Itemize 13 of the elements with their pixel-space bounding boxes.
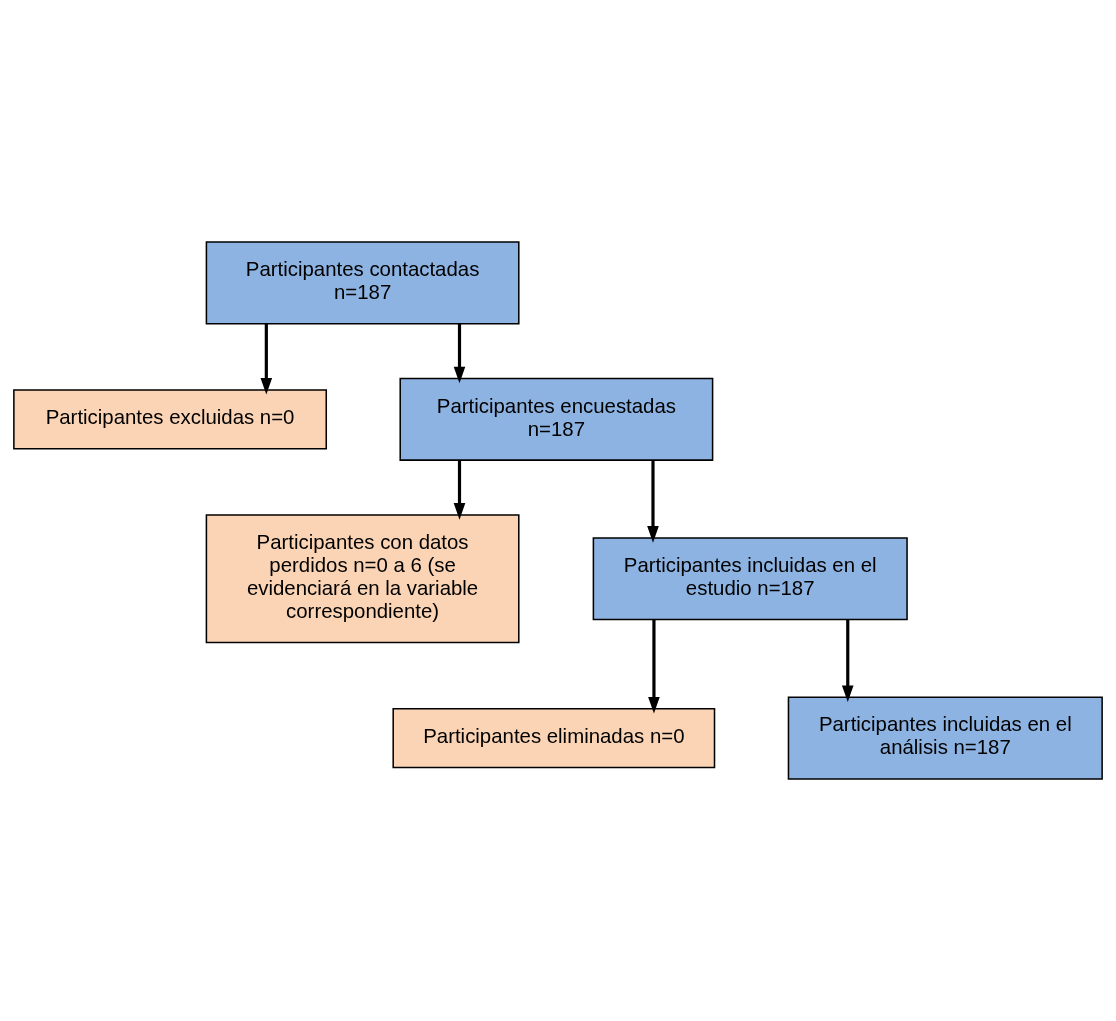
node-box: Participantes eliminadas n=0 — [392, 708, 716, 769]
arrow — [453, 323, 466, 384]
node-box: Participantes encuestadas n=187 — [399, 377, 714, 461]
arrow — [453, 460, 466, 520]
arrow — [647, 460, 659, 543]
node-box: Participantes incluidas en el análisis n=187 — [787, 696, 1103, 780]
node-box: Participantes excluidas n=0 — [13, 389, 328, 450]
arrow — [260, 323, 273, 395]
arrow — [841, 619, 854, 702]
node-box: Participantes contactadas n=187 — [205, 241, 520, 325]
node-box: Participantes incluidas en el estudio n=187 — [592, 537, 908, 621]
arrow — [648, 619, 660, 714]
node-box: Participantes con datos perdidos n=0 a 6 (se evidenciará en la variable correspondiente) — [205, 514, 520, 644]
